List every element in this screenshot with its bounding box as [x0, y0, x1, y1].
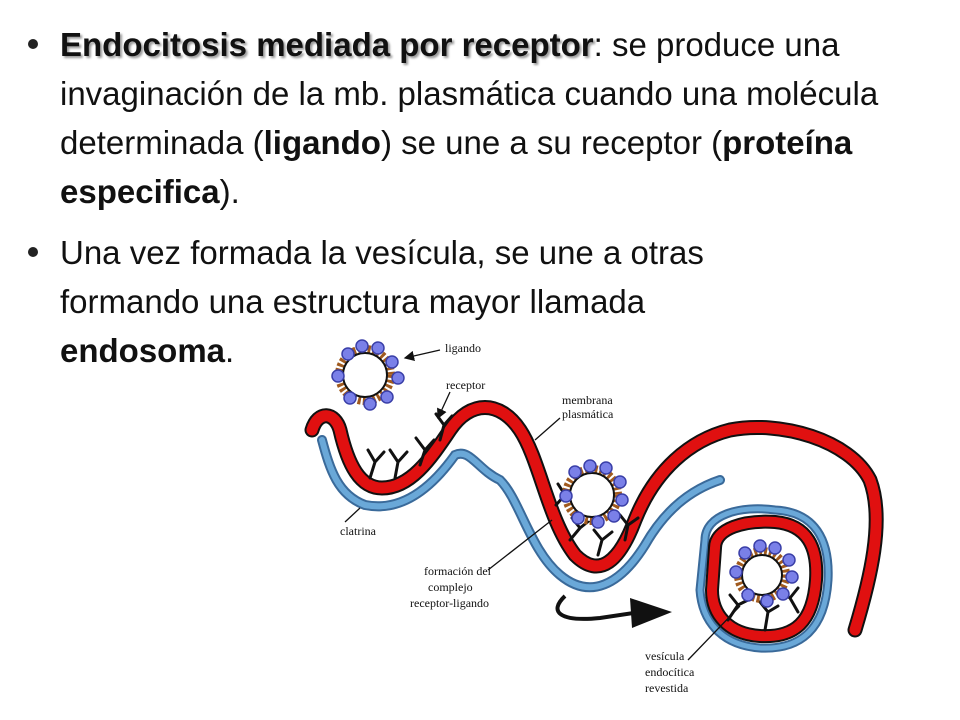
text: ). [219, 173, 240, 210]
text: . [225, 332, 235, 369]
label-complejo: complejo [428, 580, 473, 594]
term-endosoma: endosoma [60, 332, 226, 369]
pointer-lines [344, 349, 741, 661]
term-endocitosis: Endocitosis mediada por receptor [60, 26, 594, 63]
bullet-endocytosis: Endocitosis mediada por receptor: se pro… [22, 20, 937, 216]
receptor-y [414, 436, 436, 467]
label-membrana: membrana [562, 393, 613, 407]
vesicle-top [331, 339, 405, 411]
bullet-endosoma: Una vez formada la vesícula, se une a ot… [22, 228, 780, 375]
label-receptor-ligando: receptor-ligando [410, 596, 489, 610]
pointer-ligando [403, 349, 441, 362]
vesicle-membrane [559, 459, 629, 529]
receptor-y [388, 448, 409, 480]
plasma-membrane [306, 402, 882, 636]
bullet-dot-icon [28, 247, 38, 257]
receptor-y [592, 528, 614, 557]
label-formacion: formación del [424, 564, 492, 578]
pointer-formacion [487, 519, 553, 571]
curved-arrow [555, 594, 641, 621]
bullet-dot-icon [28, 39, 38, 49]
bullet-list: Endocitosis mediada por receptor: se pro… [22, 20, 937, 387]
pointer-vesicula [687, 605, 741, 661]
label-receptor: receptor [446, 378, 485, 392]
label-ligando: ligando [445, 341, 481, 355]
vesicle-endosome [729, 539, 799, 608]
endosome-coat [697, 506, 831, 651]
curved-arrow-head [630, 598, 672, 628]
label-plasmatica: plasmática [562, 407, 614, 421]
label-revestida: revestida [645, 681, 689, 695]
term-proteina: proteína especifica [60, 124, 853, 210]
pointer-receptor [437, 391, 451, 420]
text: : se produce una invaginación de la mb. … [60, 26, 879, 161]
label-clatrina: clatrina [340, 524, 377, 538]
receptor-y [618, 513, 640, 542]
label-vesicula: vesícula [645, 649, 685, 663]
label-endocitica: endocítica [645, 665, 695, 679]
pointer-clatrina [344, 507, 361, 523]
term-ligando: ligando [263, 124, 381, 161]
receptor-y [366, 448, 386, 480]
pointer-membrana [534, 417, 561, 441]
text: ) se une a su receptor ( [380, 124, 723, 161]
endosome-membrane [706, 516, 822, 642]
clathrin-coat [319, 437, 723, 591]
text: Una vez formada la vesícula, se une a ot… [60, 234, 704, 320]
